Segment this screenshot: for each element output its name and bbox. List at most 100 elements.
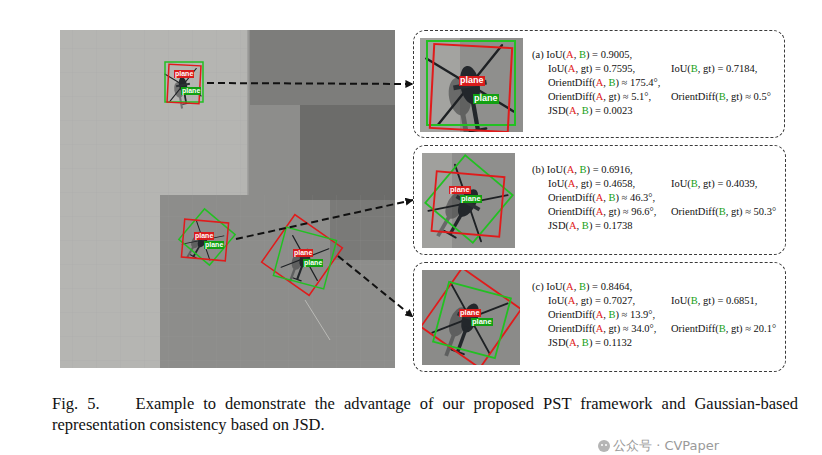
svg-rect (422, 153, 515, 248)
metric-text: OrientDiff(A, gt) ≈ 96.6°, (548, 206, 656, 219)
svg-rect (160, 195, 395, 368)
metric-text: IoU(A, gt) = 0.7595, (548, 63, 635, 76)
class-tag: plane (174, 70, 194, 78)
metric-text: JSD(A, B) = 0.0023 (548, 105, 632, 118)
svg-circle (598, 440, 610, 452)
set-letter: B (691, 63, 698, 74)
set-letter: A (569, 105, 577, 116)
class-tag: plane (293, 249, 313, 257)
set-letter: A (596, 91, 604, 102)
figure-caption: Fig. 5. Example to demonstrate the advan… (52, 393, 798, 435)
metric-text: OrientDiff(A, B) ≈ 46.3°, (548, 192, 655, 205)
metric-text: IoU(B, gt) = 0.7184, (671, 63, 757, 76)
class-tag: plane (473, 94, 499, 104)
svg-rect (422, 270, 520, 365)
set-letter: A (566, 49, 574, 60)
set-letter: A (596, 206, 604, 217)
svg-rect (427, 41, 515, 125)
set-letter: B (582, 105, 589, 116)
class-tag: plane (460, 195, 482, 203)
dashed-arrow (338, 256, 413, 317)
metric-text: OrientDiff(B, gt) ≈ 50.3° (671, 206, 776, 219)
svg-circle (605, 444, 607, 446)
class-tag: plane (449, 186, 471, 194)
metric-text: IoU(B, gt) = 0.4039, (671, 178, 757, 191)
metric-text: JSD(A, B) = 0.1132 (548, 337, 632, 350)
svg-rect (60, 30, 395, 368)
wechat-icon (598, 440, 610, 452)
detection-box: plane plane (163, 60, 207, 106)
crop-image (422, 270, 520, 365)
set-letter: A (569, 337, 577, 348)
metric-text: JSD(A, B) = 0.1738 (548, 220, 632, 233)
class-tag: plane (204, 241, 224, 249)
metric-text: IoU(B, gt) = 0.6851, (671, 295, 757, 308)
class-tag: plane (303, 259, 323, 267)
detection-box: plane plane (268, 218, 338, 294)
crop-image (420, 38, 523, 132)
set-letter: B (691, 178, 698, 189)
set-letter: A (569, 220, 577, 231)
svg-use (426, 45, 517, 132)
aerial-image (60, 30, 395, 368)
svg-line (247, 30, 249, 195)
class-tag: plane (181, 87, 201, 95)
set-letter: B (582, 337, 589, 348)
metric-text: IoU(A, gt) = 0.7027, (548, 295, 635, 308)
svg-rect (165, 62, 203, 102)
metric-text: OrientDiff(A, gt) ≈ 5.1°, (548, 91, 651, 104)
metric-text: (c) IoU(A, B) = 0.8464, (532, 281, 632, 294)
svg-rect (167, 64, 201, 104)
metric-text: OrientDiff(A, B) ≈ 13.9°, (548, 309, 655, 322)
metric-text: IoU(A, gt) = 0.4658, (548, 178, 635, 191)
svg-rect (179, 209, 235, 265)
set-letter: A (567, 164, 575, 175)
set-letter: A (596, 309, 604, 320)
set-letter: B (608, 309, 615, 320)
svg-circle (601, 444, 603, 446)
metric-text: OrientDiff(A, B) ≈ 175.4°, (548, 77, 660, 90)
dashed-arrow (236, 200, 413, 239)
svg-rect (420, 38, 523, 132)
svg-rect (250, 30, 395, 105)
metric-text: OrientDiff(A, gt) ≈ 34.0°, (548, 323, 656, 336)
set-letter: B (580, 164, 587, 175)
svg-rect (273, 227, 336, 289)
class-tag: plane (459, 76, 485, 86)
class-tag: plane (471, 318, 493, 326)
set-letter: A (568, 63, 576, 74)
set-letter: B (582, 220, 589, 231)
set-letter: A (568, 295, 576, 306)
svg-rect (432, 171, 505, 237)
set-letter: B (719, 323, 726, 334)
set-letter: B (579, 49, 586, 60)
svg-rect (300, 105, 395, 200)
svg-rect (433, 282, 511, 358)
set-letter: B (579, 281, 586, 292)
set-letter: A (596, 192, 604, 203)
metric-text: (a) IoU(A, B) = 0.9005, (532, 49, 632, 62)
set-letter: B (719, 91, 726, 102)
dashed-arrow (207, 83, 413, 84)
set-letter: B (608, 77, 615, 88)
detection-box: planeplane (180, 212, 236, 266)
set-letter: A (596, 77, 604, 88)
set-letter: A (566, 281, 574, 292)
set-letter: B (691, 295, 698, 306)
crop-image (422, 153, 515, 248)
svg-rect (430, 44, 512, 132)
svg-rect (425, 155, 512, 242)
watermark: 公众号 · CVPaper (613, 437, 719, 455)
metric-text: OrientDiff(B, gt) ≈ 0.5° (671, 91, 771, 104)
class-tag: plane (459, 309, 481, 317)
metric-text: (b) IoU(A, B) = 0.6916, (532, 164, 633, 177)
svg-rect (181, 219, 228, 261)
metric-text: OrientDiff(B, gt) ≈ 20.1° (671, 323, 776, 336)
set-letter: B (608, 192, 615, 203)
svg-use (278, 236, 329, 291)
set-letter: A (568, 178, 576, 189)
class-tag: plane (194, 232, 214, 240)
svg-rect (422, 270, 520, 365)
svg-line (305, 300, 330, 340)
set-letter: B (719, 206, 726, 217)
